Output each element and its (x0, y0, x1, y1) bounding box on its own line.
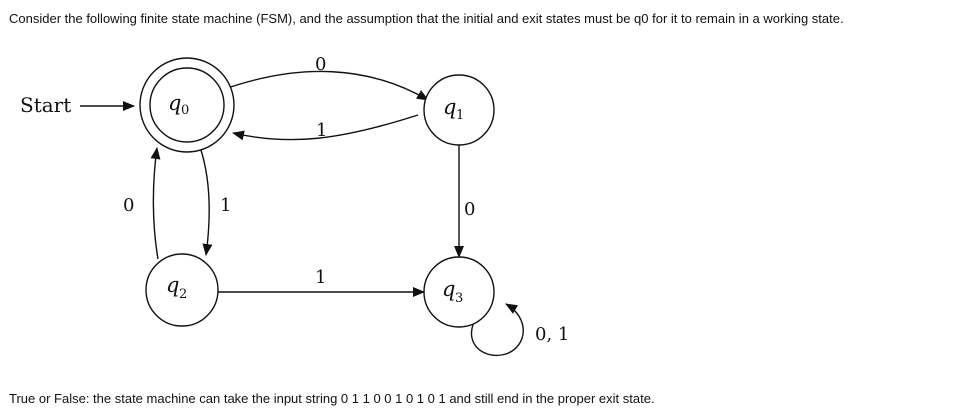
edge-label-q3-loop: 0, 1 (535, 324, 569, 345)
state-q3-circle (423, 256, 495, 328)
true-false-question: True or False: the state machine can tak… (9, 391, 655, 406)
state-q2-circle (145, 253, 219, 327)
edge-label-q0-q2: 1 (220, 195, 231, 216)
start-label: Start (20, 93, 71, 117)
state-q1-subscript: 1 (456, 108, 464, 123)
edge-label-q0-q1: 0 (315, 54, 326, 75)
state-q3: q 3 (423, 256, 495, 328)
state-q2-subscript: 2 (179, 287, 187, 302)
edge-q3-loop (471, 303, 524, 356)
edge-label-q2-q0: 0 (123, 195, 134, 216)
edge-q0-q2 (199, 146, 213, 256)
state-q1-label: q (443, 95, 456, 119)
state-q0-inner-ring (149, 67, 225, 143)
edge-label-q1-q0: 1 (316, 120, 327, 141)
state-q3-subscript: 3 (455, 291, 463, 306)
edge-q1-q0 (232, 114, 419, 141)
edge-label-q2-q3: 1 (315, 267, 326, 288)
edge-q0-q1 (221, 70, 429, 101)
state-q3-label: q (442, 277, 455, 301)
edge-label-q1-q3: 0 (464, 199, 475, 220)
state-q1-circle (423, 74, 495, 146)
state-q0-label: q (168, 91, 181, 115)
edge-q2-q0 (150, 147, 161, 260)
state-q0: q 0 (139, 57, 235, 153)
state-q1: q 1 (423, 74, 495, 146)
state-q0-subscript: 0 (181, 103, 189, 118)
question-prompt: Consider the following finite state mach… (9, 11, 844, 26)
state-q2-label: q (166, 273, 179, 297)
state-q2: q 2 (145, 253, 219, 327)
